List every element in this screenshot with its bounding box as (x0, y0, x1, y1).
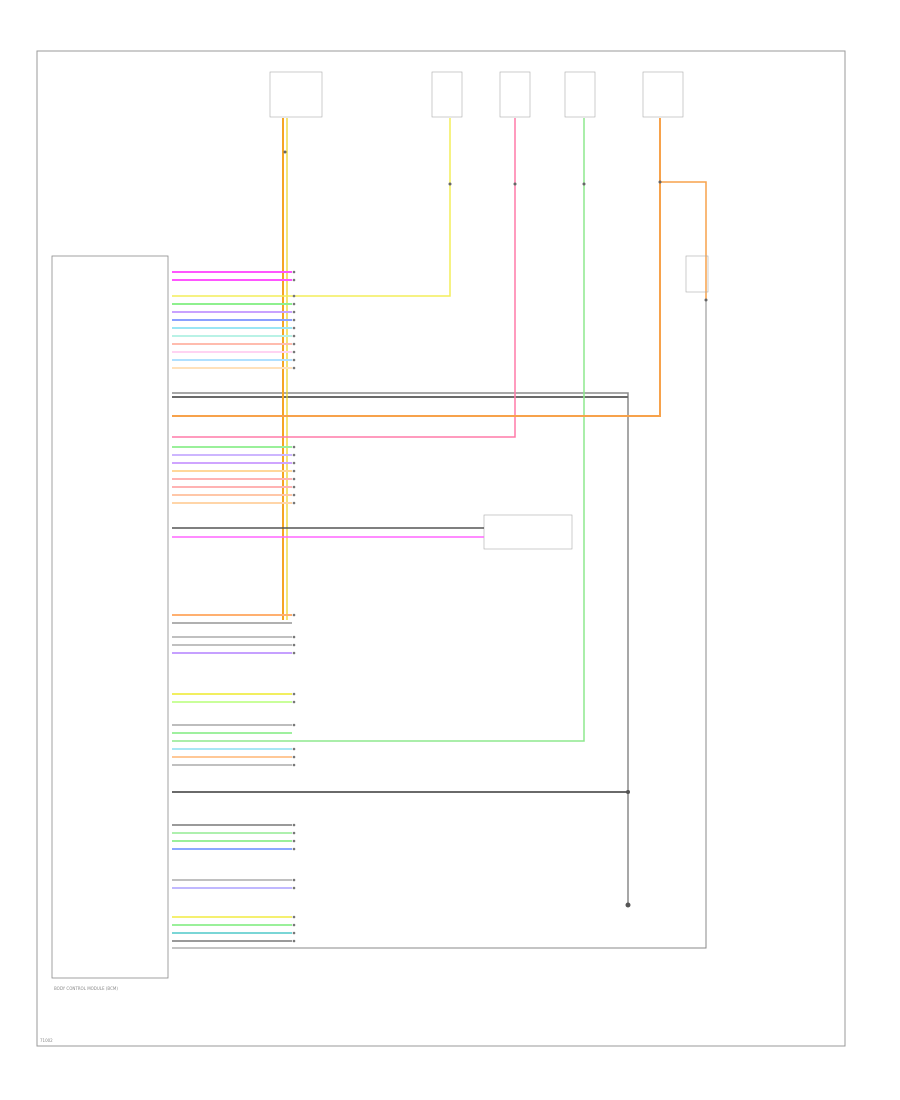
feed-orange-2 (172, 118, 661, 417)
harness-group-4 (172, 693, 292, 766)
outer-frame (36, 50, 846, 1047)
footer-code: 71002 (40, 1038, 53, 1043)
fuse-box-4 (564, 71, 596, 118)
module-caption: BODY CONTROL MODULE (BCM) (54, 986, 118, 991)
fuse-box-2 (431, 71, 463, 118)
feed-orange-3 (660, 181, 707, 300)
right-bus (172, 300, 707, 949)
harness-group-5 (172, 824, 292, 942)
module-box (51, 255, 169, 979)
ground-bus (172, 392, 629, 905)
harness-group-3 (172, 614, 292, 654)
ground-splice (626, 790, 630, 794)
fuel-tank-unit (483, 514, 573, 550)
terminal-markers (292, 270, 296, 943)
ground-point (625, 902, 631, 908)
relay-box (685, 255, 709, 293)
feed-green (172, 118, 585, 742)
harness-group-2 (172, 446, 292, 504)
harness-group-1 (172, 271, 292, 369)
fuse-box-3 (499, 71, 531, 118)
feed-yellow-2 (172, 118, 451, 297)
feed-pink (172, 118, 516, 438)
fuse-box-5 (642, 71, 684, 118)
fuse-box-1 (269, 71, 323, 118)
splice-dots (283, 150, 708, 302)
